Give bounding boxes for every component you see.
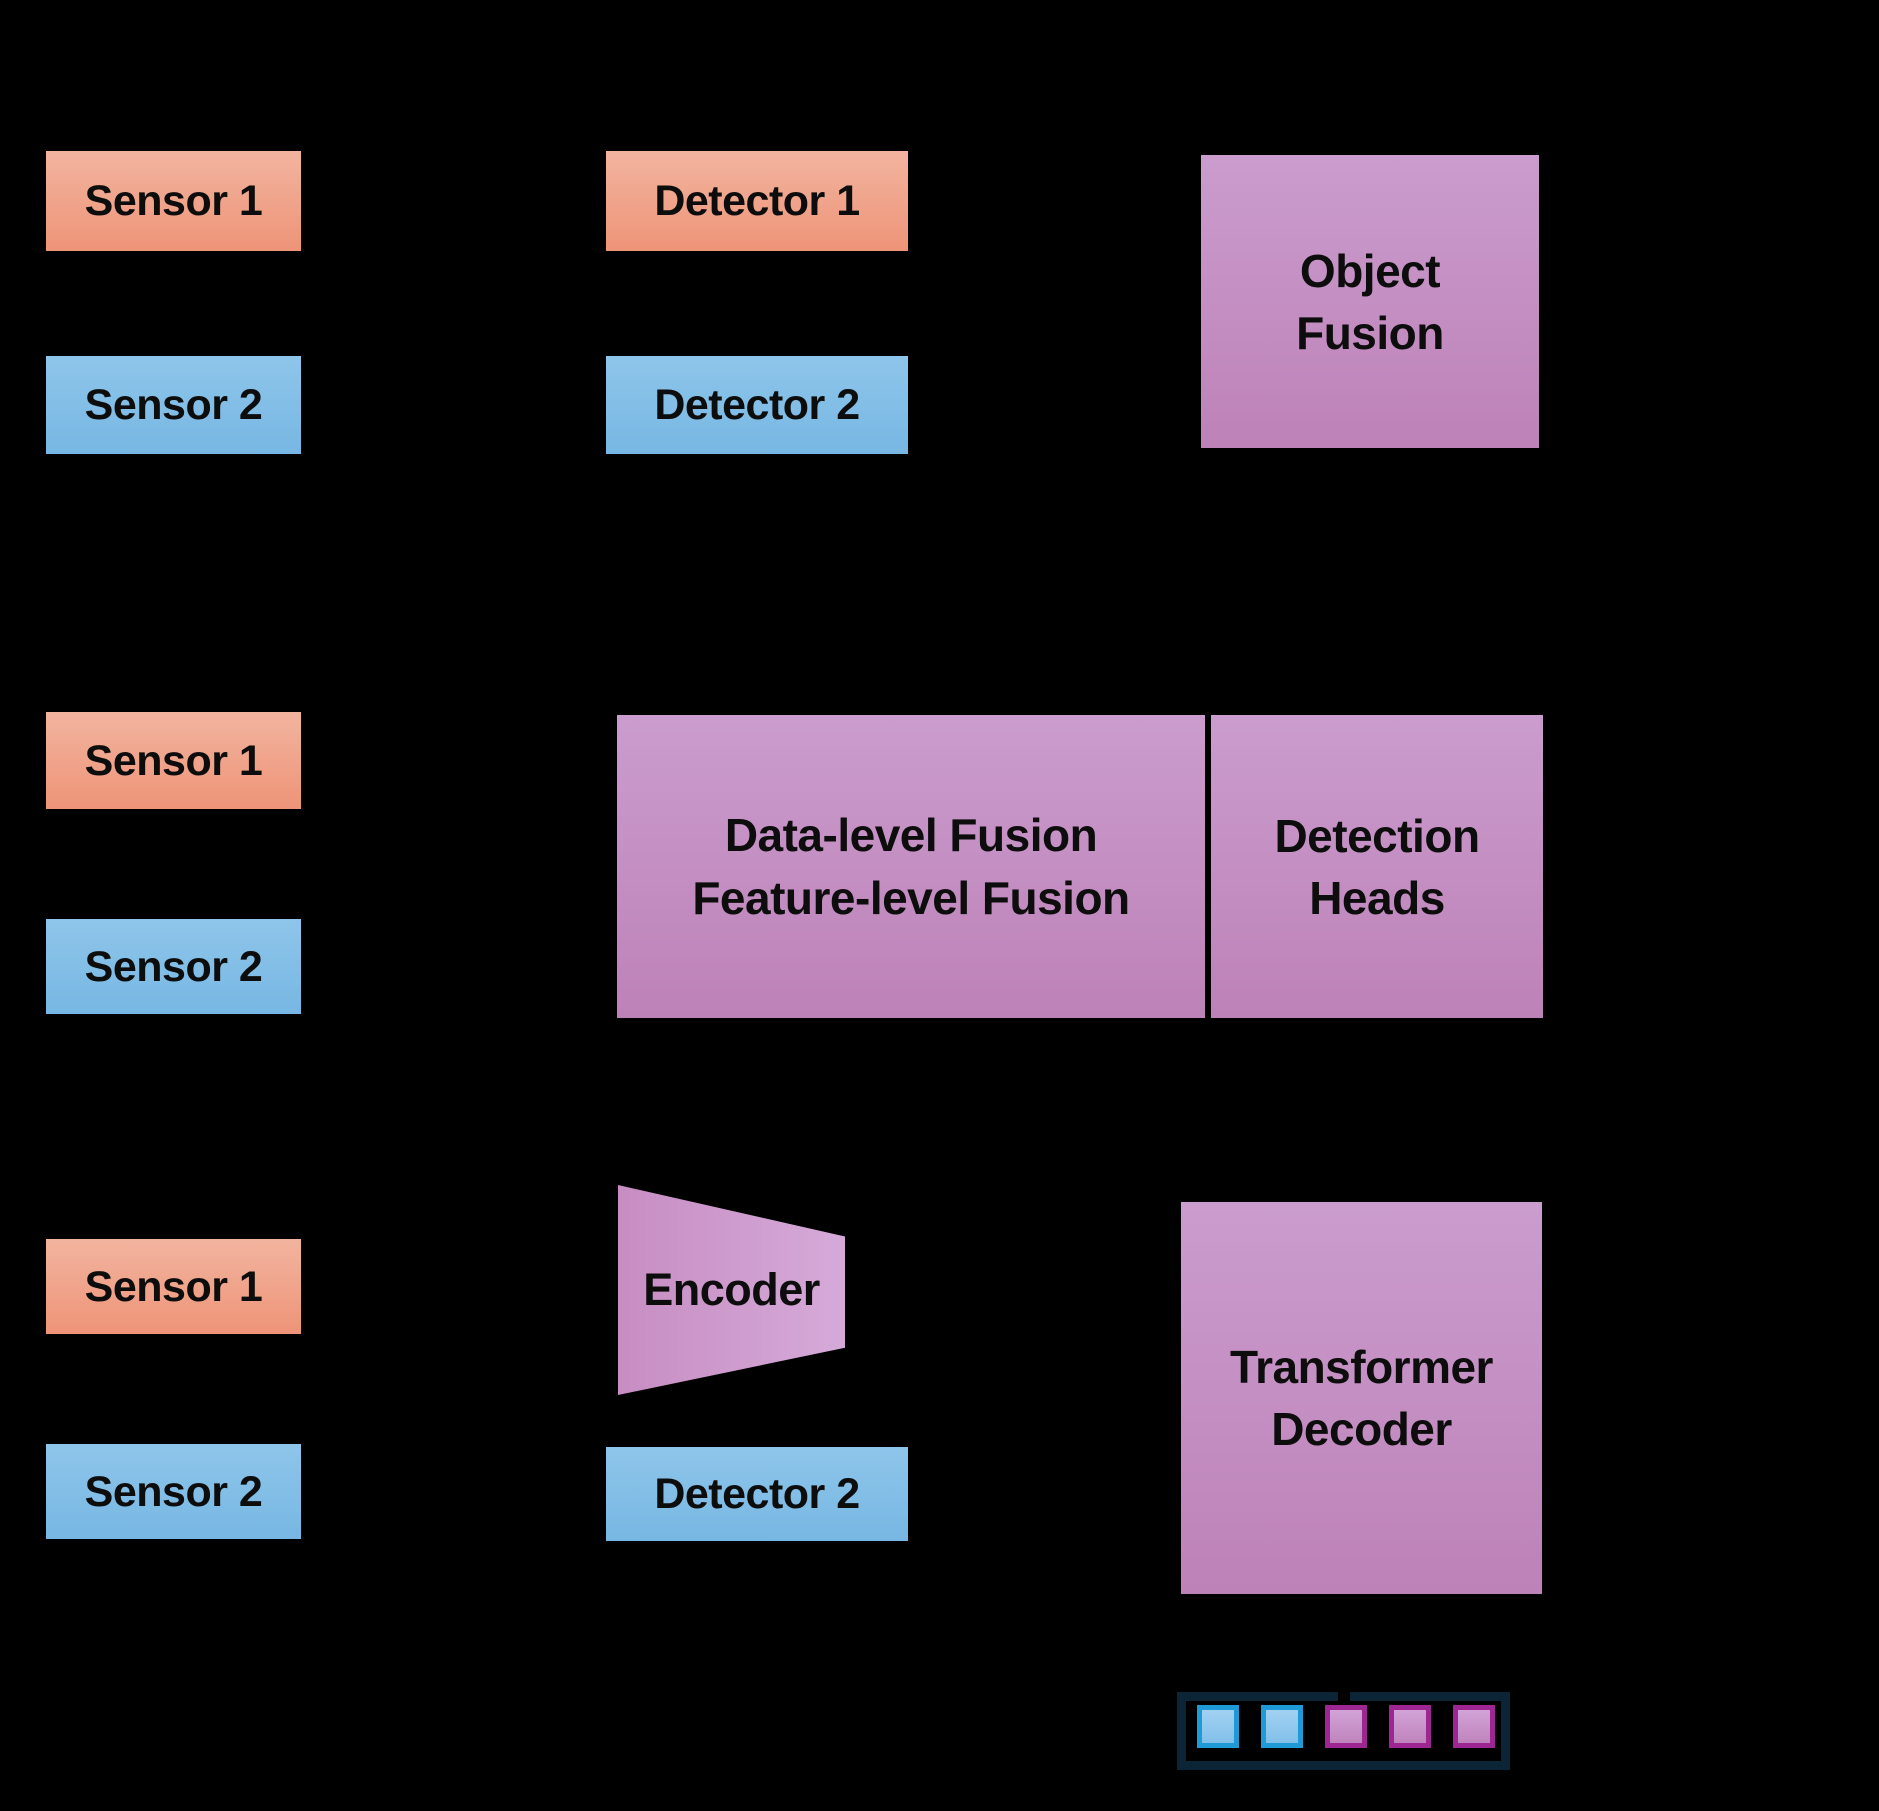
query-token-blue (1197, 1705, 1239, 1748)
query-fusion-sensor1-label: Sensor 1 (84, 1262, 263, 1311)
late-fusion-sensor2-box: Sensor 2 (42, 352, 305, 458)
data-feature-fusion-box: Data-level Fusion Feature-level Fusion D… (617, 715, 1543, 1018)
query-arrow-notch (1338, 1690, 1350, 1704)
late-fusion-sensor2-label: Sensor 2 (84, 381, 263, 429)
feature-level-fusion-line: Feature-level Fusion (692, 871, 1130, 924)
query-token-blue (1261, 1705, 1303, 1748)
transformer-decoder-box: Transformer Decoder (1177, 1198, 1546, 1598)
query-token-magenta (1325, 1705, 1367, 1748)
late-fusion-detector2-label: Detector 2 (654, 381, 860, 429)
query-tokens-frame (1177, 1692, 1510, 1770)
early-fusion-sensor2-box: Sensor 2 (42, 915, 305, 1018)
transformer-decoder-label-line2: Decoder (1271, 1403, 1452, 1455)
detection-heads-label-line2: Heads (1309, 871, 1445, 924)
query-fusion-sensor1-box: Sensor 1 (42, 1235, 305, 1338)
late-fusion-detector2-box: Detector 2 (602, 352, 912, 458)
early-fusion-sensor1-label: Sensor 1 (84, 736, 263, 785)
query-fusion-sensor2-box: Sensor 2 (42, 1440, 305, 1543)
late-fusion-detector1-box: Detector 1 (602, 147, 912, 255)
object-fusion-label-line1: Object (1299, 244, 1441, 297)
early-fusion-sensor2-label: Sensor 2 (84, 942, 263, 991)
detection-heads-box: Detection Heads (1211, 715, 1543, 1018)
object-fusion-label-line2: Fusion (1296, 306, 1444, 359)
object-fusion-box: Object Fusion (1197, 151, 1543, 452)
early-fusion-sensor1-box: Sensor 1 (42, 708, 305, 813)
data-level-fusion-line: Data-level Fusion (724, 808, 1098, 861)
data-feature-fusion-label: Data-level Fusion Feature-level Fusion (617, 715, 1205, 1018)
late-fusion-sensor1-box: Sensor 1 (42, 147, 305, 255)
encoder-label: Encoder (643, 1264, 820, 1315)
late-fusion-sensor1-label: Sensor 1 (84, 177, 263, 225)
encoder-trapezoid: Encoder (618, 1185, 845, 1395)
query-fusion-detector2-label: Detector 2 (654, 1470, 860, 1518)
query-token-magenta (1453, 1705, 1495, 1748)
query-token-magenta (1389, 1705, 1431, 1748)
query-fusion-detector2-box: Detector 2 (602, 1443, 912, 1545)
detection-heads-label-line1: Detection (1274, 809, 1480, 862)
late-fusion-detector1-label: Detector 1 (654, 177, 860, 225)
query-fusion-sensor2-label: Sensor 2 (84, 1467, 263, 1516)
fusion-heads-divider (1205, 715, 1211, 1018)
transformer-decoder-label-line1: Transformer (1230, 1341, 1493, 1393)
